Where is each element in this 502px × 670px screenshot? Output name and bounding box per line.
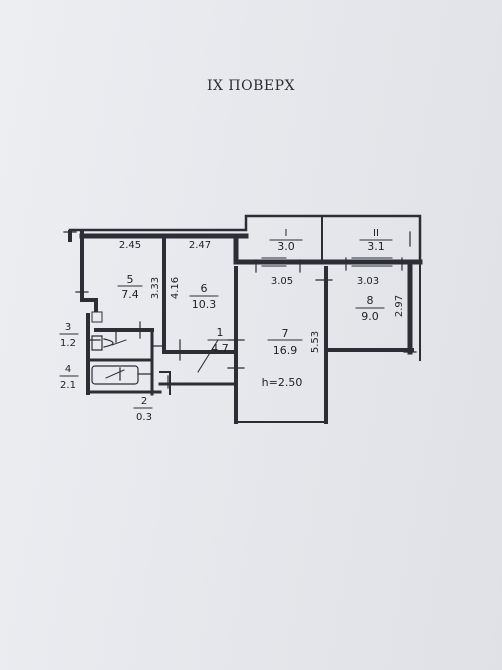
door-ticks — [63, 231, 417, 389]
window-room5 — [111, 229, 153, 239]
room-8-number: 8 — [367, 294, 374, 307]
bath-leader — [105, 339, 127, 379]
room-1-number: 1 — [217, 326, 224, 339]
ceiling-height: h=2.50 — [262, 376, 303, 389]
balcony-2-number: II — [373, 228, 379, 239]
balcony-1-area: 3.0 — [277, 240, 295, 253]
dimension-2-45: 2.45 — [119, 240, 141, 251]
leader-room1 — [197, 339, 219, 373]
window-room6 — [179, 229, 223, 239]
dimension-3-05: 3.05 — [271, 276, 293, 287]
room-7-number: 7 — [282, 327, 289, 340]
dimension-3-03: 3.03 — [357, 276, 379, 287]
room-5-area: 7.4 — [121, 288, 139, 301]
wall-closet — [159, 371, 171, 395]
room-6-number: 6 — [201, 282, 208, 295]
toilet-fixture — [91, 335, 114, 351]
dimension-2-97: 2.97 — [394, 295, 405, 317]
window-room7 — [261, 257, 287, 267]
room-2-area: 0.3 — [136, 412, 152, 423]
room-2-number: 2 — [141, 396, 147, 407]
outer-wall-left — [68, 230, 98, 395]
balcony-1-number: I — [285, 228, 288, 239]
room-1-area: 4.7 — [211, 342, 229, 355]
room-5-number: 5 — [127, 273, 134, 286]
label-underlines — [59, 239, 393, 409]
outer-wall-top — [68, 214, 422, 264]
bathtub-fixture — [91, 365, 139, 385]
room-4-number: 4 — [65, 364, 71, 375]
floor-title: IX ПОВЕРХ — [206, 78, 296, 94]
dimension-5-53: 5.53 — [310, 331, 321, 353]
window-room8 — [351, 257, 393, 267]
sink-fixture — [91, 311, 103, 323]
room-4-area: 2.1 — [60, 380, 76, 391]
dimension-4-16: 4.16 — [170, 277, 181, 299]
room-3-number: 3 — [65, 322, 71, 333]
dimension-3-33: 3.33 — [150, 277, 161, 299]
balcony-2-area: 3.1 — [367, 240, 385, 253]
room-3-area: 1.2 — [60, 338, 76, 349]
room-8-area: 9.0 — [361, 310, 379, 323]
dimension-2-47: 2.47 — [189, 240, 211, 251]
room-7-area: 16.9 — [273, 344, 298, 357]
room-6-area: 10.3 — [192, 298, 217, 311]
